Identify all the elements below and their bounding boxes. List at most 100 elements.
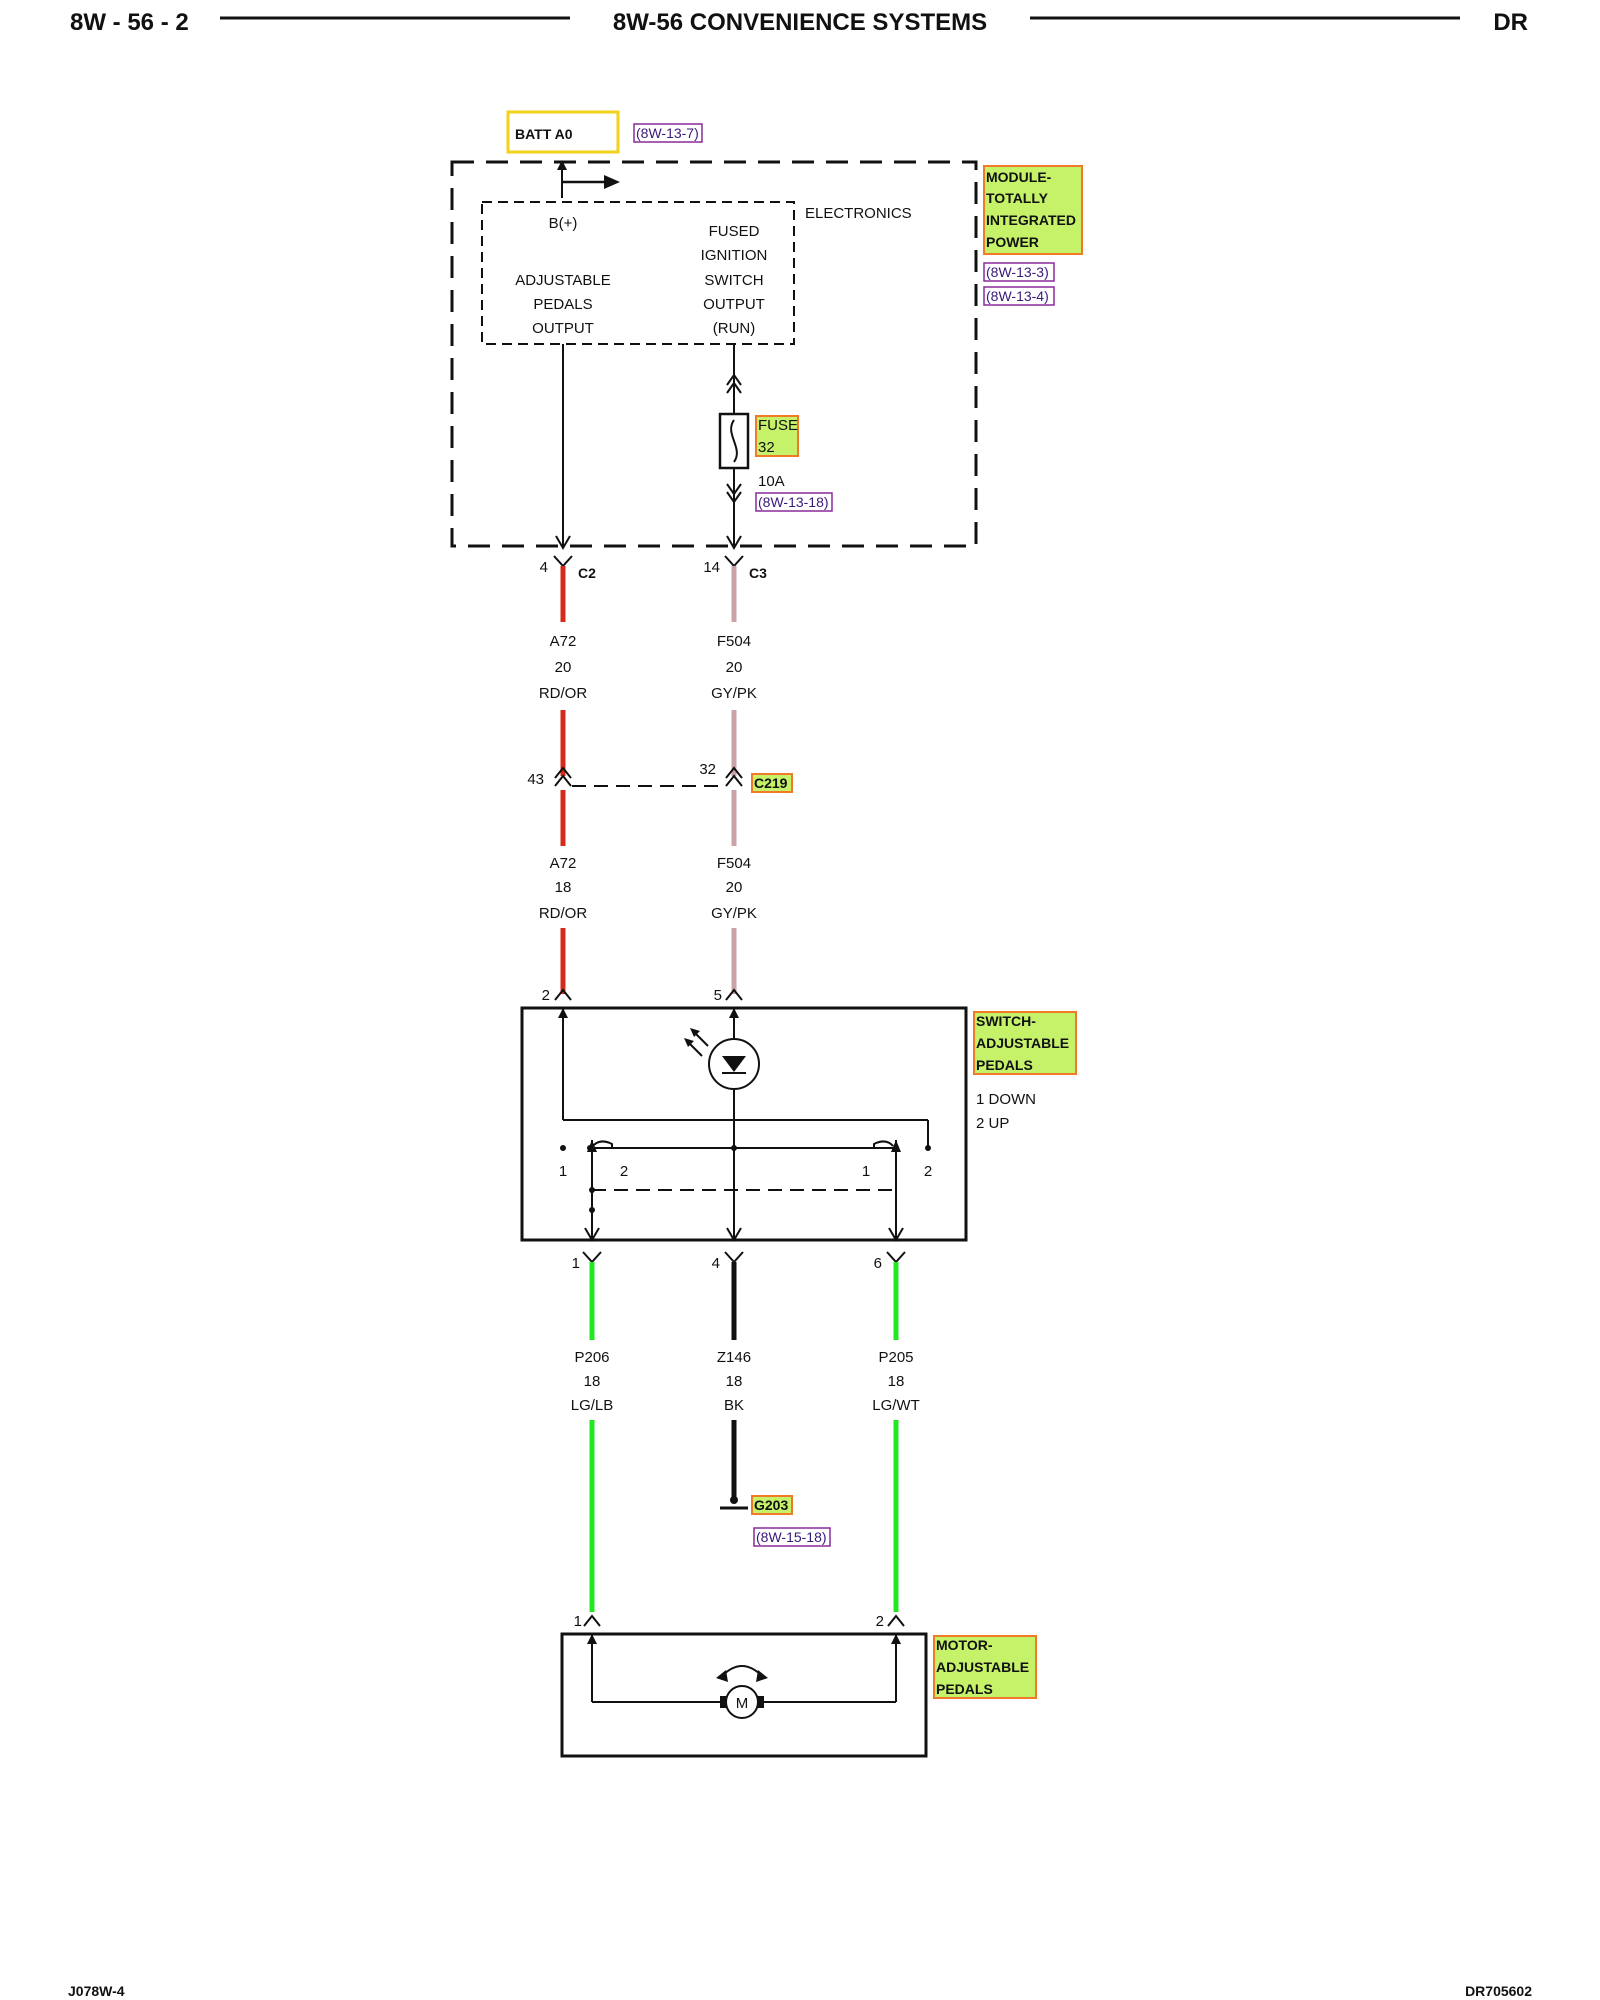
c2-name: C2 bbox=[578, 565, 596, 581]
contact-2-right-dot bbox=[925, 1145, 931, 1151]
bplus-arrow-right-icon bbox=[604, 175, 620, 189]
adj-pedals-output-line-1: ADJUSTABLE bbox=[515, 272, 611, 289]
left-pole-junction-dot bbox=[589, 1207, 595, 1213]
a72-lower-color: RD/OR bbox=[539, 905, 588, 922]
a72-lower-gauge: 18 bbox=[555, 879, 572, 896]
out-pin-6: 6 bbox=[874, 1255, 882, 1272]
motor-brush-left-icon bbox=[720, 1696, 728, 1708]
fuse-ref-box bbox=[755, 492, 833, 512]
left-pole-arrow-icon bbox=[587, 1140, 597, 1152]
switch-legend-down: 1 DOWN bbox=[976, 1091, 1036, 1108]
switch-out-1-arrow-icon bbox=[584, 1227, 600, 1242]
switch-pin-5: 5 bbox=[714, 987, 722, 1004]
fused-ign-line-2: IGNITION bbox=[701, 247, 768, 264]
switch-name-line-1: SWITCH- bbox=[976, 1013, 1036, 1029]
g203-name: G203 bbox=[754, 1497, 788, 1513]
switch-legend-up: 2 UP bbox=[976, 1115, 1009, 1132]
ground-point-dot bbox=[730, 1496, 738, 1504]
electronics-label: ELECTRONICS bbox=[805, 205, 912, 222]
motor-pin-1-connector-icon bbox=[583, 1614, 601, 1627]
a72-upper-code: A72 bbox=[550, 633, 577, 650]
fuse-ref[interactable]: (8W-13-18) bbox=[758, 494, 829, 510]
fused-ign-arrow-icon bbox=[726, 535, 742, 550]
tipm-ref-2-box bbox=[983, 286, 1055, 306]
page-id: 8W - 56 - 2 bbox=[70, 9, 189, 36]
contact-center-dot bbox=[731, 1145, 737, 1151]
switch-name-highlight bbox=[973, 1011, 1077, 1075]
led-light-arrow-icon-2 bbox=[684, 1038, 694, 1047]
motor-name-line-1: MOTOR- bbox=[936, 1637, 993, 1653]
lower-wire-section: A72 18 RD/OR F504 20 GY/PK bbox=[539, 790, 757, 994]
f504-upper-color: GY/PK bbox=[711, 685, 757, 702]
tipm-name-line-4: POWER bbox=[986, 234, 1039, 250]
out-pin-4: 4 bbox=[712, 1255, 720, 1272]
led-diode-icon bbox=[722, 1056, 746, 1072]
tipm-ref-1[interactable]: (8W-13-3) bbox=[986, 264, 1049, 280]
left-switch-wiper-icon bbox=[592, 1140, 613, 1148]
motor-name-line-2: ADJUSTABLE bbox=[936, 1659, 1029, 1675]
g203-ref[interactable]: (8W-15-18) bbox=[756, 1529, 827, 1545]
tipm-name-line-2: TOTALLY bbox=[986, 190, 1049, 206]
tipm-name-line-1: MODULE- bbox=[986, 169, 1052, 185]
adj-pedals-output-line-2: PEDALS bbox=[533, 296, 592, 313]
contact-label-1-right: 1 bbox=[862, 1163, 870, 1180]
batt-ref[interactable]: (8W-13-7) bbox=[636, 125, 699, 141]
f504-lower-gauge: 20 bbox=[726, 879, 743, 896]
page-header: 8W - 56 - 2 8W-56 CONVENIENCE SYSTEMS DR bbox=[70, 9, 1528, 36]
c3-name: C3 bbox=[749, 565, 767, 581]
fuse-32-highlight bbox=[755, 415, 799, 457]
fuse-element-icon bbox=[730, 419, 738, 463]
tipm-ref-2[interactable]: (8W-13-4) bbox=[986, 288, 1049, 304]
motor-pin-2-connector-icon bbox=[887, 1614, 905, 1627]
switch-pin-2: 2 bbox=[542, 987, 550, 1004]
motor-rotation-right-arrow-icon bbox=[756, 1670, 768, 1682]
switch-output-wiring: 1 4 6 P206 18 LG/LB Z146 18 BK P205 18 L… bbox=[571, 1251, 920, 1612]
motor-right-arrow-icon bbox=[891, 1634, 901, 1644]
adjustable-pedals-switch: 2 5 bbox=[520, 987, 1077, 1242]
c3-connector-icon bbox=[724, 555, 744, 568]
motor-pin-1: 1 bbox=[574, 1613, 582, 1630]
tipm-name-highlight bbox=[983, 165, 1083, 255]
f504-upper-gauge: 20 bbox=[726, 659, 743, 676]
electronics-boundary bbox=[481, 201, 795, 345]
batt-a0-box bbox=[506, 110, 620, 154]
contact-1-left-dot bbox=[560, 1145, 566, 1151]
p206-gauge: 18 bbox=[584, 1373, 601, 1390]
c219-connector: 43 32 C219 bbox=[527, 761, 793, 793]
switch-out-6-arrow-icon bbox=[888, 1227, 904, 1242]
switch-pin-2-connector-icon bbox=[554, 988, 572, 1001]
switch-pin-5-connector-icon bbox=[725, 988, 743, 1001]
batt-a0-label: BATT A0 bbox=[515, 126, 573, 142]
right-pole-arrow-icon bbox=[891, 1140, 901, 1152]
c219-left-pin: 43 bbox=[527, 771, 544, 788]
c219-left-chevron-icon-2 bbox=[554, 774, 572, 787]
tipm-outer-boundary bbox=[450, 160, 978, 548]
fused-ign-line-3: SWITCH bbox=[704, 272, 763, 289]
p206-color: LG/LB bbox=[571, 1397, 614, 1414]
z146-code: Z146 bbox=[717, 1349, 751, 1366]
f504-lower-color: GY/PK bbox=[711, 905, 757, 922]
motor-icon bbox=[725, 1685, 759, 1719]
c219-left-chevron-icon-1 bbox=[554, 766, 572, 779]
out-pin-1-connector-icon bbox=[582, 1251, 602, 1264]
motor-name-line-3: PEDALS bbox=[936, 1681, 993, 1697]
fuse-bottom-chevron-icon-1 bbox=[726, 483, 742, 496]
p205-color: LG/WT bbox=[872, 1397, 920, 1414]
z146-color: BK bbox=[724, 1397, 744, 1414]
adjustable-pedals-motor: 1 2 M MOTOR- ADJUSTABLE PEDALS bbox=[560, 1613, 1037, 1758]
p206-code: P206 bbox=[574, 1349, 609, 1366]
right-switch-wiper-icon bbox=[873, 1140, 894, 1148]
fused-ign-line-4: OUTPUT bbox=[703, 296, 765, 313]
f504-lower-code: F504 bbox=[717, 855, 751, 872]
motor-housing bbox=[560, 1632, 928, 1758]
switch-name-line-2: ADJUSTABLE bbox=[976, 1035, 1069, 1051]
motor-left-arrow-icon bbox=[587, 1634, 597, 1644]
motor-pin-2: 2 bbox=[876, 1613, 884, 1630]
page-title: 8W-56 CONVENIENCE SYSTEMS bbox=[613, 9, 987, 36]
left-pole-link-dot bbox=[589, 1187, 595, 1193]
g203-highlight bbox=[751, 1495, 793, 1515]
switch-housing bbox=[520, 1006, 968, 1242]
c219-right-chevron-icon-2 bbox=[725, 774, 743, 787]
p205-code: P205 bbox=[878, 1349, 913, 1366]
